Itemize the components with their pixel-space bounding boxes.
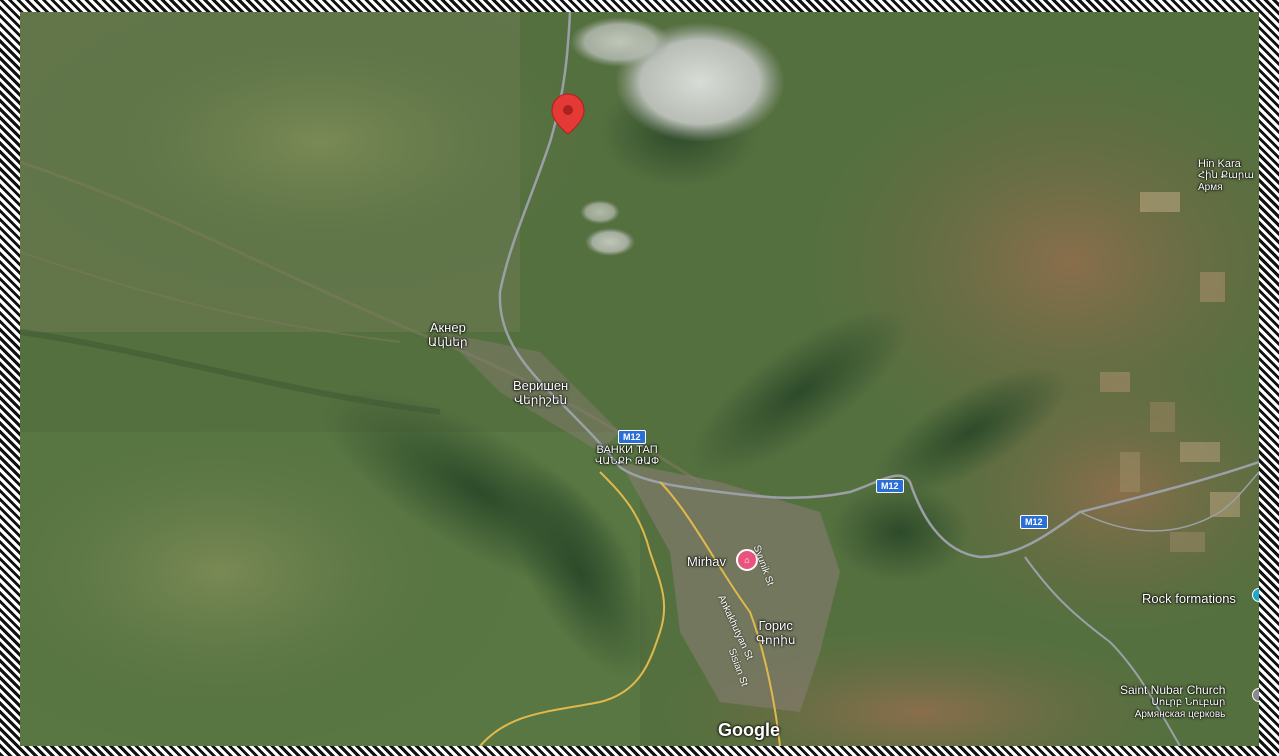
hotel-icon[interactable]: ⌂ xyxy=(736,549,758,571)
place-hin-karahunj[interactable]: Hin Kara Հին Քարա Армя xyxy=(1198,158,1255,193)
place-rock-formations[interactable]: Rock formations xyxy=(1142,591,1236,606)
satellite-map[interactable]: Акнер Ակներ Веришен Վերիշեն ВАНКИ ТАП ՎԱ… xyxy=(20,12,1259,746)
road-shield-m12[interactable]: M12 xyxy=(1020,515,1048,529)
church-icon[interactable] xyxy=(1252,688,1259,702)
landmark-icon[interactable] xyxy=(1252,588,1259,602)
place-vanki-tap[interactable]: ВАНКИ ТАП ՎԱՆՔԻ ԹԱՓ xyxy=(595,444,660,467)
google-logo: Google xyxy=(718,720,780,740)
place-verishen[interactable]: Веришен Վերիշեն xyxy=(513,378,569,407)
place-goris[interactable]: Горис Գորիս xyxy=(756,618,796,647)
location-pin-icon[interactable] xyxy=(551,93,585,135)
place-saint-nubar-church[interactable]: Saint Nubar Church Սուրբ Նուբար Армянска… xyxy=(1120,683,1226,720)
road-shield-m12[interactable]: M12 xyxy=(618,430,646,444)
place-akner[interactable]: Акнер Ակներ xyxy=(428,320,468,349)
place-mirhav[interactable]: Mirhav xyxy=(687,554,727,569)
terrain-layer xyxy=(20,12,1259,746)
road-shield-m12[interactable]: M12 xyxy=(876,479,904,493)
